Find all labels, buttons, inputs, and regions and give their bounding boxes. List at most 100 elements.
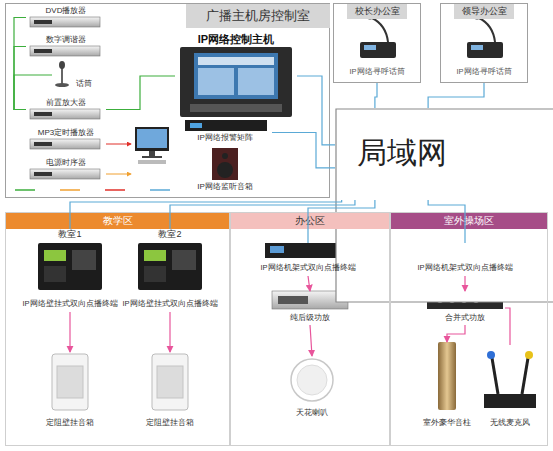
node-label: IP网络壁挂式双向点播终端 <box>20 300 120 309</box>
device-box: 电源时序器 <box>26 158 106 181</box>
monitor-screen <box>137 129 167 148</box>
node-label: IP网络监听音箱 <box>185 182 265 191</box>
speaker-box: 定阻壁挂音箱 <box>130 352 210 430</box>
node-label: 合并式功放 <box>425 313 505 322</box>
terminal-box: 教室2IP网络壁挂式双向点播终端 <box>120 229 220 312</box>
device-box: 话筒 <box>52 60 97 90</box>
display-window <box>34 172 52 176</box>
speaker-box: 室外豪华音柱 <box>415 342 479 430</box>
mic-head <box>525 351 533 359</box>
connector <box>69 312 70 352</box>
node-label: 室外豪华音柱 <box>415 418 479 427</box>
display-window <box>34 20 52 24</box>
gooseneck <box>372 18 388 42</box>
device-box: 前置放大器 <box>26 98 106 121</box>
monitor-frame <box>135 127 169 151</box>
speaker-grille <box>57 366 83 398</box>
connector <box>310 325 312 356</box>
node-label: IP网络控制主机 <box>175 33 297 46</box>
cable-sample <box>150 189 170 191</box>
device-box: IP网络报警矩阵 <box>178 120 272 145</box>
connector <box>106 76 175 110</box>
gooseneck <box>479 18 495 42</box>
connector <box>505 308 510 345</box>
device-box: 数字调谐器 <box>26 35 106 58</box>
mic-base <box>55 83 69 87</box>
node-label: 前置放大器 <box>26 98 106 107</box>
node-label: IP网络壁挂式双向点播终端 <box>120 300 220 309</box>
rack-unit <box>30 46 100 56</box>
display-window <box>34 112 52 116</box>
node-label: 天花喇叭 <box>280 408 344 417</box>
node-label: 定阻壁挂音箱 <box>130 418 210 427</box>
connector <box>375 83 377 108</box>
column-speaker <box>438 342 456 410</box>
display-window <box>34 49 52 53</box>
connector <box>308 200 375 243</box>
node-label: IP网络寻呼话筒 <box>334 68 420 77</box>
connector <box>14 18 26 110</box>
node-label: 校长办公室 <box>347 4 407 19</box>
wall-speaker <box>152 354 188 410</box>
mic-receiver <box>484 394 536 408</box>
device-box: MP3定时播放器 <box>26 128 106 151</box>
terminal-keys <box>172 250 196 270</box>
ceiling-speaker <box>291 359 333 401</box>
terminal-screen <box>44 250 66 261</box>
zone-band: 办公区IP网络机架式双向点播终端纯后级功放天花喇叭 <box>230 212 390 446</box>
office-box: 校长办公室 IP网络寻呼话筒 <box>333 3 421 83</box>
node-label: 教室2 <box>120 229 220 239</box>
power-arrow <box>106 174 131 175</box>
monitor-base <box>142 156 162 158</box>
connector <box>464 276 465 291</box>
paging-console <box>360 42 396 58</box>
display-window <box>190 123 202 128</box>
rack-unit <box>30 169 100 179</box>
node-label: 教学区 <box>6 213 229 229</box>
mic-handle <box>492 358 498 394</box>
host-buttons <box>190 104 282 112</box>
keyboard <box>138 160 166 164</box>
connector <box>170 200 355 229</box>
speaker-cabinet <box>212 148 238 180</box>
wall-terminal <box>38 243 102 290</box>
speaker-box: 定阻壁挂音箱 <box>30 352 110 430</box>
terminal-keys <box>144 266 166 282</box>
node-label: 办公区 <box>231 213 389 229</box>
network-shape <box>336 109 553 302</box>
matrix-unit <box>185 120 267 131</box>
screen-panel <box>198 68 234 95</box>
rack-unit <box>30 17 100 27</box>
node-label: 纯后级功放 <box>270 313 350 322</box>
connector <box>70 200 342 229</box>
terminal-box: 教室1IP网络壁挂式双向点播终端 <box>20 229 120 312</box>
amplifier-box: 纯后级功放 <box>270 291 350 325</box>
node-label: 领导办公室 <box>454 4 514 19</box>
connector <box>14 75 52 110</box>
host-box: IP网络控制主机 <box>175 33 297 119</box>
microphone-box: 无线麦克风 <box>478 345 542 430</box>
wall-speaker <box>52 354 88 410</box>
woofer <box>217 162 233 178</box>
cable-sample <box>60 189 80 191</box>
node-label: IP网络寻呼话筒 <box>441 68 527 77</box>
connector <box>297 76 335 145</box>
display-window <box>364 45 376 50</box>
amp-panel <box>278 296 308 304</box>
node-label: 教室1 <box>20 229 120 239</box>
connector <box>428 83 484 108</box>
rack-unit <box>30 109 100 119</box>
node-label: 局域网 <box>335 136 468 171</box>
node-label: 电源时序器 <box>26 158 106 167</box>
zone-band: 室外操场区IP网络机架式双向点播终端合并式功放室外豪华音柱无线麦克风 <box>390 212 548 446</box>
node-label: 广播主机房控制室 <box>186 4 330 28</box>
mic-handle <box>522 358 528 394</box>
terminal-screen <box>144 250 166 261</box>
mic-head <box>487 351 495 359</box>
office-box: 领导办公室 IP网络寻呼话筒 <box>440 3 528 83</box>
display-window <box>34 142 52 146</box>
connector <box>14 47 26 110</box>
zone-band: 教学区教室1IP网络壁挂式双向点播终端教室2IP网络壁挂式双向点播终端定阻壁挂音… <box>5 212 230 446</box>
connector <box>169 312 170 352</box>
amplifier-box: 合并式功放 <box>425 291 505 325</box>
